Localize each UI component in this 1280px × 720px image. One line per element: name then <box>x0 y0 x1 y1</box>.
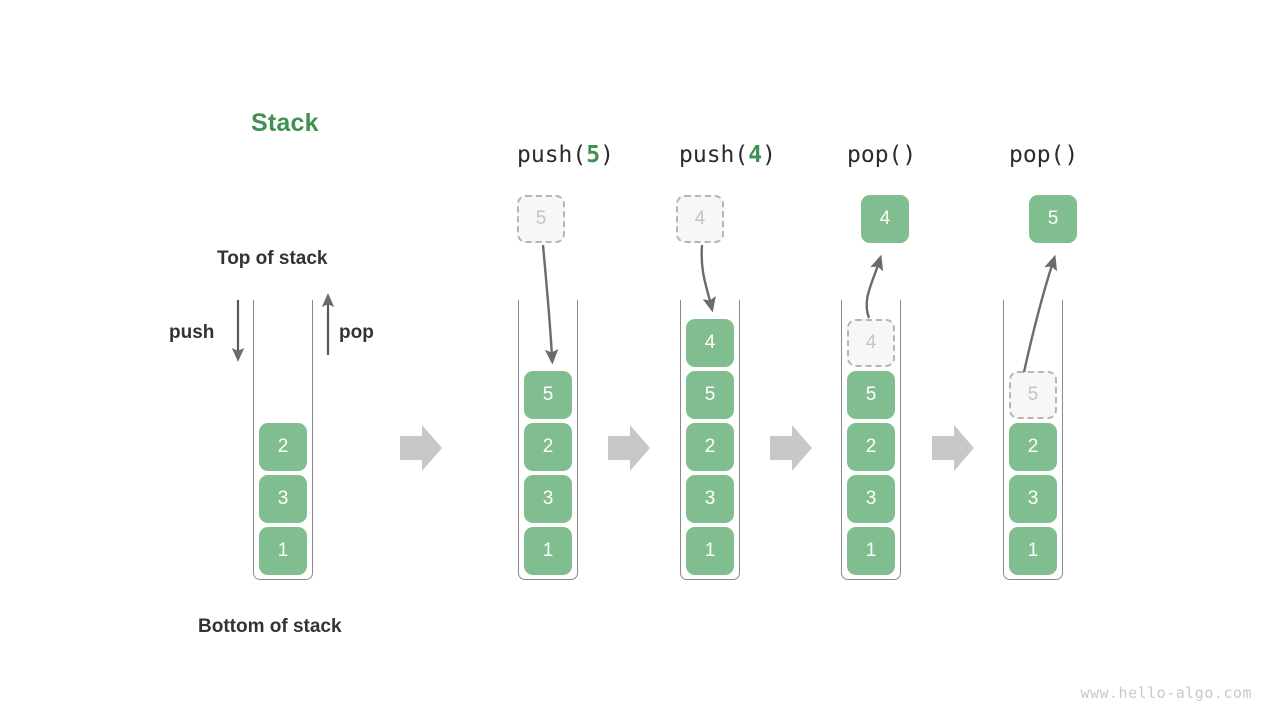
stack-block: 2 <box>1009 423 1057 471</box>
stack-block: 2 <box>847 423 895 471</box>
op-label-push-4: push(4) <box>679 142 776 168</box>
op-arg: 5 <box>586 142 601 168</box>
stack-block: 2 <box>524 423 572 471</box>
stack-block: 3 <box>847 475 895 523</box>
op-arg: 4 <box>748 142 763 168</box>
stack-block: 5 <box>686 371 734 419</box>
push-4-motion-arrow <box>700 244 716 313</box>
stack-block: 2 <box>686 423 734 471</box>
op-label-push-5: push(5) <box>517 142 614 168</box>
transition-arrow <box>608 425 650 471</box>
floating-ghost-block: 4 <box>676 195 724 243</box>
stack-block: 2 <box>259 423 307 471</box>
op-suffix: ) <box>600 142 614 168</box>
stack-container-initial <box>253 300 313 580</box>
push-label: push <box>169 322 215 343</box>
transition-arrow <box>400 425 442 471</box>
stack-block: 3 <box>524 475 572 523</box>
op-label-pop-2: pop() <box>1009 142 1078 168</box>
op-suffix: ) <box>1064 142 1079 168</box>
stack-block: 3 <box>686 475 734 523</box>
pop-label: pop <box>339 322 374 343</box>
op-suffix: ) <box>762 142 776 168</box>
stack-container-pop-1 <box>841 300 901 580</box>
stack-block: 3 <box>259 475 307 523</box>
popped-block: 5 <box>1029 195 1077 243</box>
transition-arrow <box>770 425 812 471</box>
stack-container-push-5 <box>518 300 578 580</box>
stack-block: 5 <box>847 371 895 419</box>
stack-block: 1 <box>686 527 734 575</box>
transition-arrow <box>932 425 974 471</box>
watermark: www.hello-algo.com <box>1080 684 1252 702</box>
stack-block: 1 <box>847 527 895 575</box>
bottom-of-stack-label: Bottom of stack <box>198 616 342 637</box>
stack-block: 5 <box>524 371 572 419</box>
stack-block: 1 <box>1009 527 1057 575</box>
op-suffix: ) <box>902 142 917 168</box>
op-label-pop-1: pop() <box>847 142 916 168</box>
page-title: Stack <box>251 109 319 137</box>
op-prefix: pop( <box>1009 142 1065 168</box>
stack-block: 1 <box>524 527 572 575</box>
popped-block: 4 <box>861 195 909 243</box>
floating-ghost-block: 5 <box>517 195 565 243</box>
ghost-in-stack: 5 <box>1009 371 1057 419</box>
op-prefix: pop( <box>847 142 903 168</box>
stack-block: 1 <box>259 527 307 575</box>
stack-block: 3 <box>1009 475 1057 523</box>
op-prefix: push( <box>679 142 749 168</box>
top-of-stack-label: Top of stack <box>217 248 328 269</box>
op-prefix: push( <box>517 142 587 168</box>
stack-container-push-4 <box>680 300 740 580</box>
stack-block: 4 <box>686 319 734 367</box>
ghost-in-stack: 4 <box>847 319 895 367</box>
stack-container-pop-2 <box>1003 300 1063 580</box>
